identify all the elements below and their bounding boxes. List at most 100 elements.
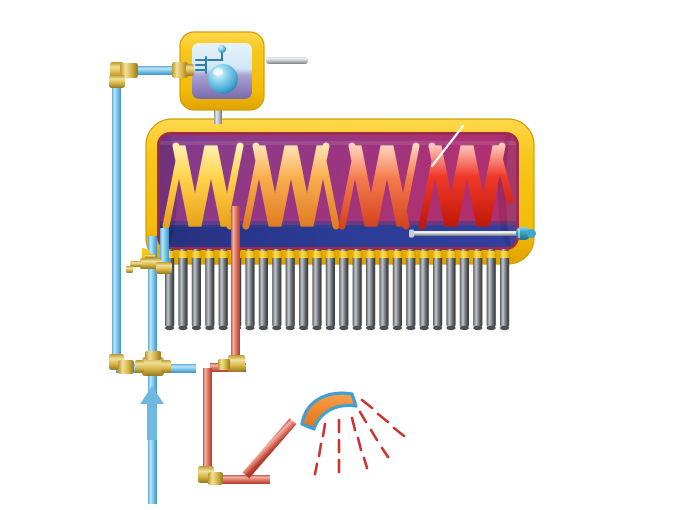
vacuum-tube-collar: [258, 251, 269, 258]
vacuum-tube-collar: [298, 251, 309, 258]
vacuum-tube-body: [379, 249, 389, 328]
vacuum-tube: [218, 249, 229, 331]
vacuum-tube-body: [459, 249, 469, 328]
vacuum-tube-body: [406, 249, 416, 328]
callout-leader-line: [430, 124, 465, 168]
vacuum-tube-body: [205, 249, 215, 328]
vacuum-tube-collar: [405, 251, 416, 258]
vacuum-tube: [392, 249, 403, 331]
vacuum-tube: [244, 249, 256, 331]
fitting-tank-cold-inlet: [156, 262, 172, 274]
vacuum-tube: [445, 249, 457, 331]
vacuum-tube-end-cap: [245, 325, 255, 331]
vacuum-tube-collar: [378, 251, 390, 258]
flow-direction-arrow: [140, 386, 164, 440]
vacuum-tube-collar: [459, 251, 470, 258]
vacuum-tube-body: [352, 249, 362, 328]
vacuum-tube: [405, 249, 416, 331]
vacuum-tube-collar: [325, 251, 336, 258]
vacuum-tube-end-cap: [500, 325, 510, 331]
fitting-hot-elbow-upper: [218, 355, 245, 372]
vacuum-tube-collar: [271, 251, 282, 258]
vacuum-tube-end-cap: [379, 325, 389, 331]
vacuum-tube-body: [366, 249, 376, 328]
vacuum-tube: [472, 249, 483, 331]
vacuum-tube-body: [285, 249, 295, 328]
fitting-bottom-tee: [135, 351, 171, 376]
cold-pipe-tank-inlet: [160, 228, 169, 266]
fitting-hot-elbow-lower: [198, 466, 223, 485]
control-box-downpipe: [214, 100, 222, 124]
control-box-label-text: Float valve control box: [4, 125, 164, 142]
vacuum-tube-end-cap: [339, 325, 349, 331]
shower-head-body: [300, 391, 358, 431]
vacuum-tube-collar: [419, 251, 430, 258]
vacuum-tube-body: [473, 249, 483, 328]
sensor-probe: [409, 227, 536, 240]
vacuum-tube-collar: [392, 251, 403, 258]
vacuum-tube: [338, 249, 349, 331]
vacuum-tube-end-cap: [272, 325, 282, 331]
vacuum-tube-collar: [285, 251, 296, 258]
vacuum-tube: [325, 249, 336, 331]
vacuum-tube-body: [486, 249, 496, 328]
vacuum-tube-collar: [486, 251, 497, 258]
vacuum-tube-body: [191, 249, 201, 328]
hot-pipe-floor-run: [208, 475, 270, 484]
vacuum-tube: [285, 249, 296, 331]
vacuum-tube-end-cap: [486, 325, 496, 331]
vacuum-tube: [378, 249, 390, 331]
cold-pipe-left-vertical: [112, 72, 121, 368]
vacuum-tube-end-cap: [178, 325, 188, 331]
vacuum-tube-end-cap: [285, 325, 295, 331]
vacuum-tube-end-cap: [446, 325, 456, 331]
shower-head: [300, 391, 406, 476]
vacuum-tube: [204, 249, 215, 331]
storage-tank-assembly: [145, 118, 536, 265]
hot-pipe-down: [203, 368, 212, 480]
vacuum-tube-end-cap: [352, 325, 362, 331]
vacuum-tube-body: [299, 249, 309, 328]
vacuum-tube-collar: [204, 251, 215, 258]
vacuum-tube-collar: [352, 251, 363, 258]
vacuum-tube-end-cap: [258, 325, 268, 331]
vacuum-tube-end-cap: [205, 325, 215, 331]
cold-pipe-top-horizontal: [118, 66, 186, 75]
fitting-bottom-left-elbow: [109, 354, 134, 374]
vacuum-tube-body: [392, 249, 402, 328]
vacuum-tube-end-cap: [406, 325, 416, 331]
vacuum-tube: [191, 249, 202, 331]
vacuum-tube: [177, 249, 189, 331]
vacuum-tube-end-cap: [218, 325, 228, 331]
vacuum-tube-end-cap: [459, 325, 469, 331]
vacuum-tube-end-cap: [392, 325, 402, 331]
float-valve-control-box: [179, 31, 308, 124]
vacuum-tube-collar: [191, 251, 202, 258]
vacuum-tube-body: [258, 249, 268, 328]
hot-pipe-shower-riser: [242, 418, 297, 479]
vacuum-tube: [419, 249, 430, 331]
vacuum-tube-end-cap: [419, 325, 429, 331]
vacuum-tube-body: [312, 249, 322, 328]
fitting-top-left-elbow: [109, 62, 138, 88]
vacuum-tube-end-cap: [191, 325, 201, 331]
float-pivot-knob: [218, 45, 226, 53]
vacuum-tube-body: [419, 249, 429, 328]
vacuum-tube: [486, 249, 497, 331]
vacuum-tube: [311, 249, 323, 331]
float-ball: [208, 64, 238, 94]
brass-fittings: [109, 62, 245, 485]
overflow-spout: [266, 57, 308, 64]
vacuum-tube-end-cap: [366, 325, 376, 331]
vacuum-tube-collar: [311, 251, 323, 258]
shower-spray: [313, 398, 406, 476]
vacuum-tube-collar: [499, 251, 510, 258]
vacuum-tube-body: [272, 249, 282, 328]
vacuum-tube-body: [500, 249, 510, 328]
vacuum-tube-collar: [445, 251, 457, 258]
vacuum-tube: [365, 249, 376, 331]
vacuum-tube-end-cap: [312, 325, 322, 331]
vacuum-tube-collar: [365, 251, 376, 258]
